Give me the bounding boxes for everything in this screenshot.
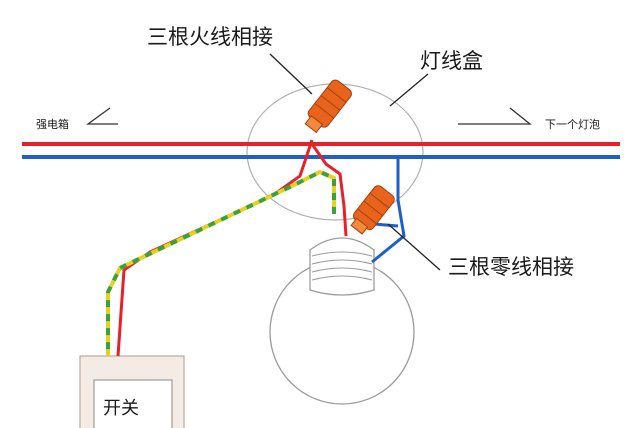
to-next-lamp-arrow-icon [458, 107, 532, 125]
neutral-joint-callout [387, 223, 441, 271]
ground-wire [106, 169, 336, 356]
to-panel-arrow-icon [86, 107, 118, 125]
junction-box-callout [389, 73, 429, 107]
bulb-live-wire [310, 143, 348, 237]
neutral-joint-label: 三根零线相接 [448, 255, 574, 279]
live-joint-label: 三根火线相接 [147, 25, 273, 49]
neutral-wire-connector [350, 185, 395, 235]
junction-box-label: 灯线盒 [420, 49, 483, 73]
live-joint-callout [269, 53, 313, 95]
to-panel-label: 强电箱 [36, 117, 69, 131]
switch-label: 开关 [103, 398, 139, 419]
bulb-neutral-wire [371, 157, 406, 264]
light-bulb [269, 237, 415, 405]
live-wire-connector [304, 79, 352, 134]
to-next-lamp-label: 下一个灯泡 [545, 117, 600, 131]
switch-box: 开关 [79, 355, 185, 428]
